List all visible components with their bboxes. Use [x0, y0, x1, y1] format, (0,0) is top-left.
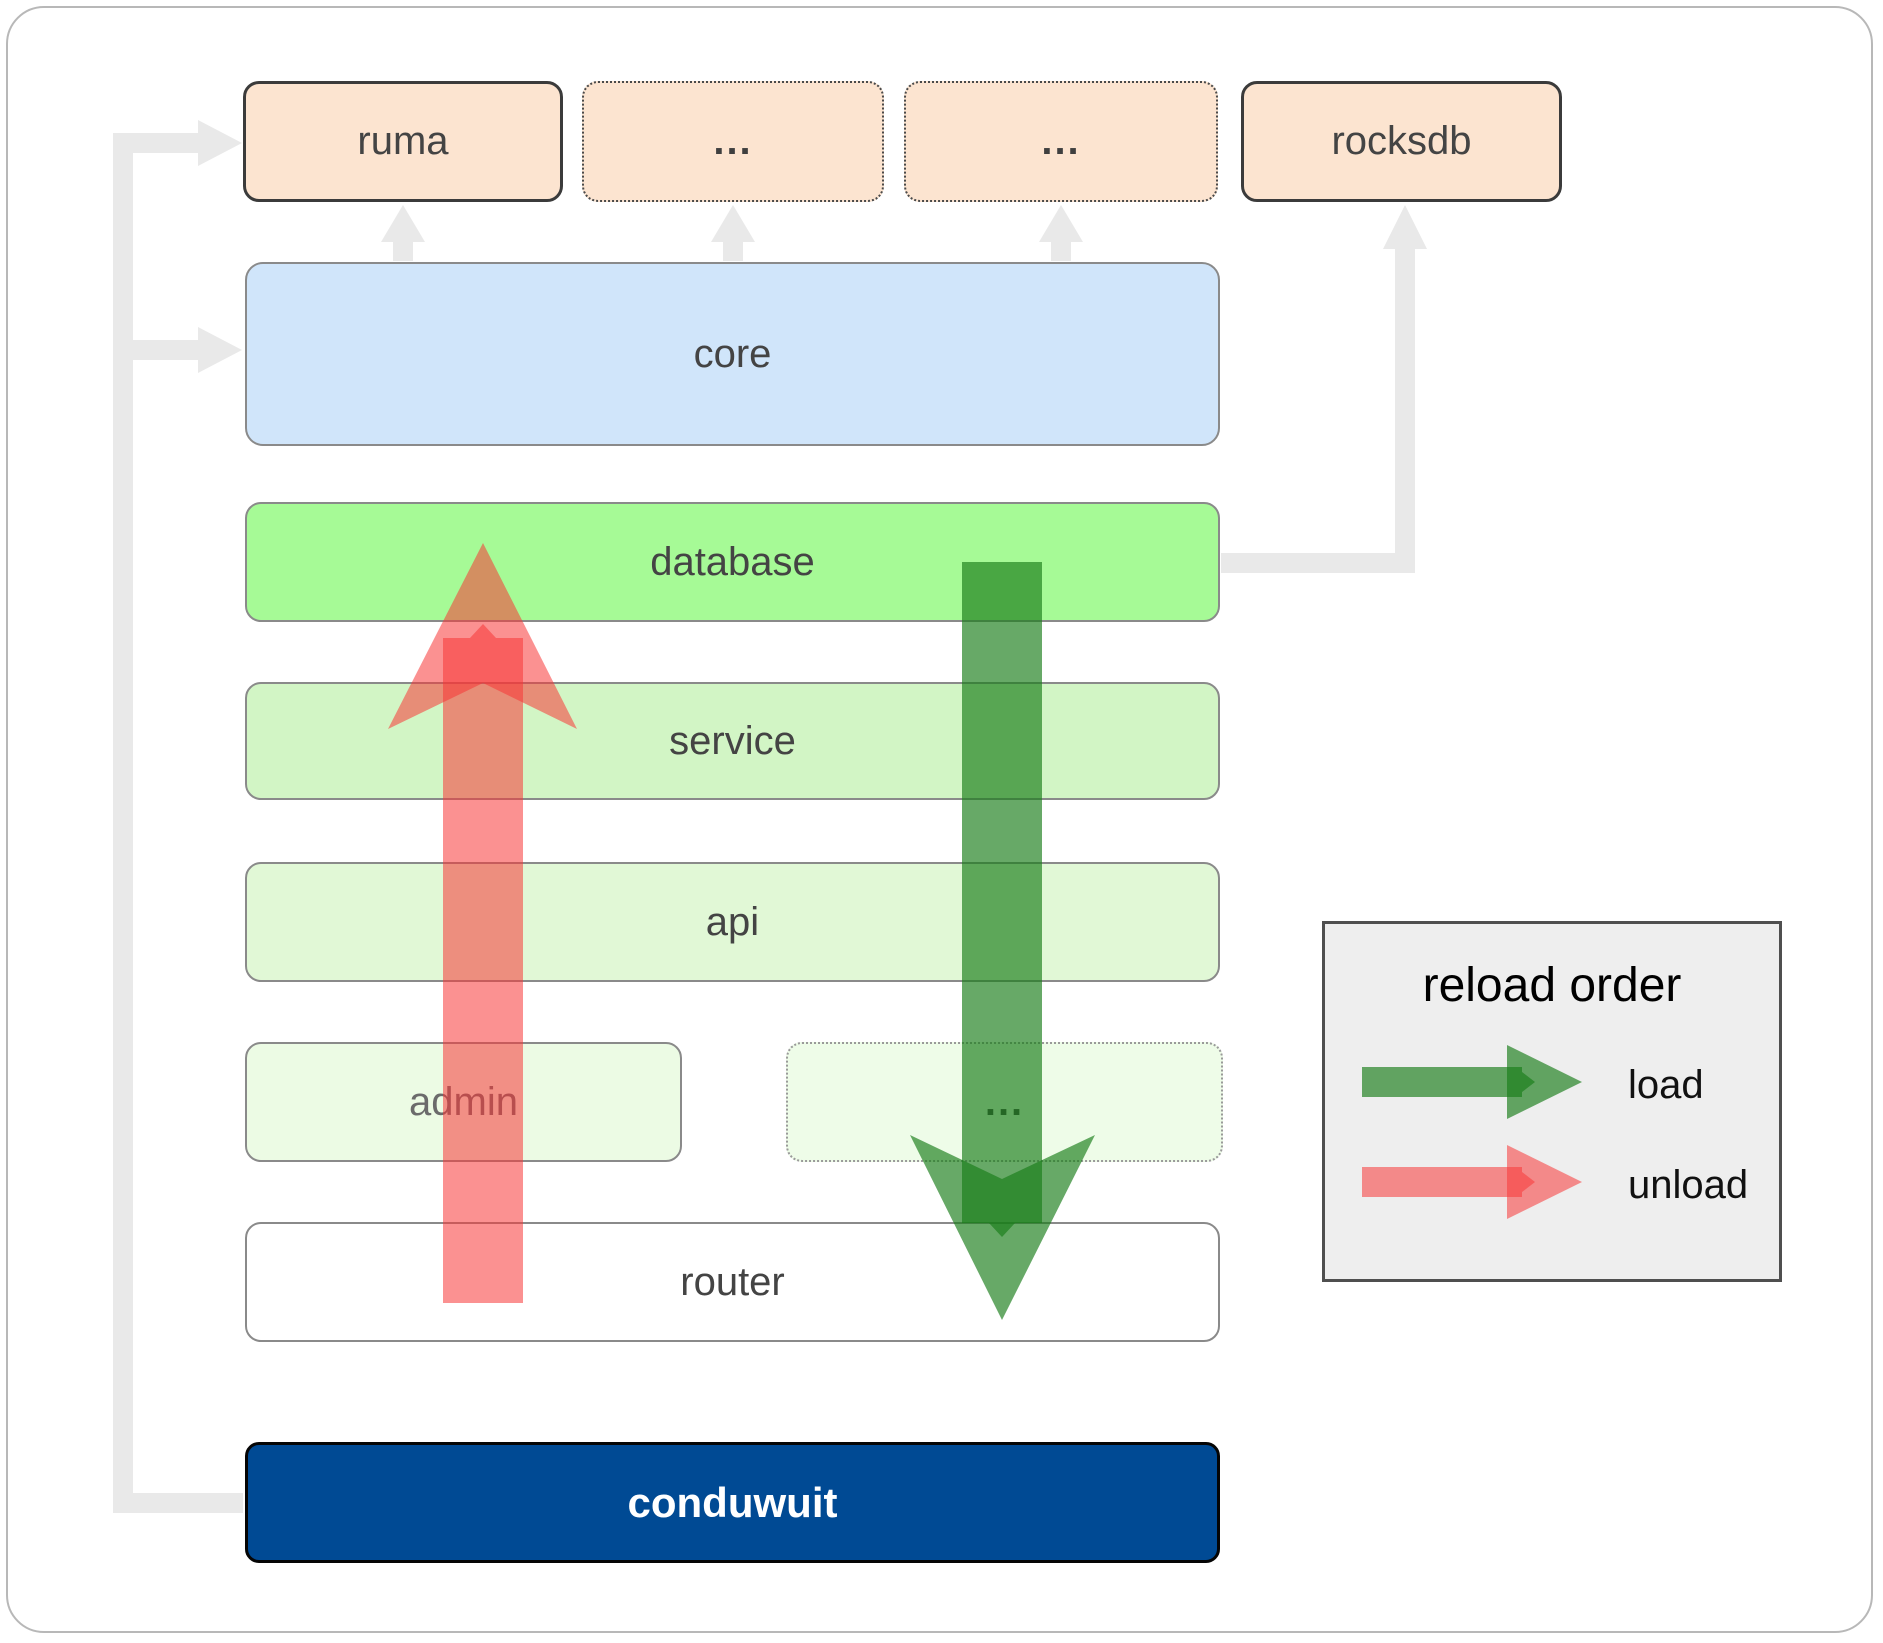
- node-service-label: service: [669, 718, 796, 763]
- node-ellipsis-admin-row-label: ...: [984, 1079, 1025, 1124]
- node-rocksdb-label: rocksdb: [1331, 119, 1472, 163]
- node-database-label: database: [650, 539, 815, 584]
- legend-label-load: load: [1628, 1063, 1704, 1107]
- node-ellipsis-top-2: ...: [904, 81, 1218, 202]
- node-ruma-label: ruma: [357, 119, 449, 163]
- node-ellipsis-top-2-label: ...: [1041, 119, 1081, 163]
- node-core-label: core: [693, 331, 772, 376]
- node-router-label: router: [680, 1259, 785, 1304]
- outer-frame: [6, 6, 1873, 1633]
- node-admin-label: admin: [409, 1079, 518, 1124]
- node-api: api: [245, 862, 1220, 982]
- node-conduwuit: conduwuit: [245, 1442, 1220, 1563]
- node-api-label: api: [705, 899, 760, 944]
- node-ellipsis-top-1: ...: [582, 81, 884, 202]
- node-admin: admin: [245, 1042, 682, 1162]
- legend-title: reload order: [1422, 959, 1682, 1012]
- node-conduwuit-label: conduwuit: [627, 1478, 838, 1526]
- node-ruma: ruma: [243, 81, 563, 202]
- node-router: router: [245, 1222, 1220, 1342]
- node-ellipsis-top-1-label: ...: [713, 119, 753, 163]
- node-service: service: [245, 682, 1220, 800]
- node-ellipsis-admin-row: ...: [786, 1042, 1223, 1162]
- node-database: database: [245, 502, 1220, 622]
- node-core: core: [245, 262, 1220, 446]
- legend-box: reload order load unload: [1322, 921, 1782, 1282]
- legend-label-unload: unload: [1628, 1163, 1749, 1207]
- node-rocksdb: rocksdb: [1241, 81, 1562, 202]
